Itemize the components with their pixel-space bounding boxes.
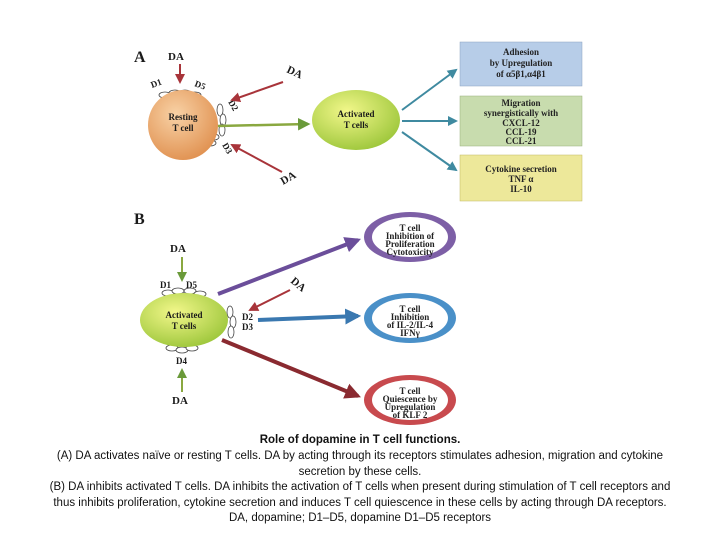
oval-quiescence-line-1: T cell — [399, 386, 421, 396]
box-migration-line-4: CCL-19 — [506, 127, 537, 137]
arrow-da-right-bottom-a — [230, 144, 283, 173]
activated-a-label-2: T cells — [344, 120, 369, 130]
caption-title: Role of dopamine in T cell functions. — [259, 434, 461, 446]
receptor-d5-a: D5 — [193, 78, 207, 91]
receptors-activated — [161, 287, 237, 354]
oval-proliferation-line-3: Proliferation — [385, 239, 434, 249]
caption-line-2: secretion by these cells. — [298, 465, 422, 478]
arrow-to-il — [257, 308, 362, 325]
arrow-to-quiescence — [221, 338, 361, 399]
da-right-b: DA — [288, 275, 308, 294]
oval-proliferation-inner — [372, 217, 448, 257]
caption-line-4: thus inhibits proliferation, cytokine se… — [53, 496, 667, 509]
receptor-d3-a: D3 — [220, 141, 234, 156]
oval-il-inner — [372, 298, 448, 338]
da-top-b: DA — [170, 243, 186, 255]
activated-t-cell-a — [312, 90, 400, 150]
receptor-d1-a: D1 — [149, 77, 163, 90]
oval-proliferation-line-4: Cytotoxicity — [387, 247, 434, 257]
receptor-d3-b: D3 — [242, 322, 253, 332]
oval-quiescence-line-4: of KLF 2 — [393, 410, 428, 420]
oval-il-line-2: Inhibition — [391, 312, 430, 322]
box-cytokine-line-2: TNF α — [509, 174, 534, 184]
box-migration — [459, 95, 583, 147]
da-right-top-a: DA — [285, 64, 305, 82]
arrow-to-proliferation — [217, 237, 361, 296]
caption-body: (A) DA activates naïve or resting T cell… — [20, 449, 700, 527]
caption-line-1: (A) DA activates naïve or resting T cell… — [56, 450, 664, 462]
panel-b-label: B — [134, 211, 145, 228]
box-migration-line-3: CXCL-12 — [502, 118, 540, 128]
receptor-d4-b: D4 — [176, 356, 187, 366]
box-adhesion — [459, 41, 583, 87]
box-adhesion-line-2: by Upregulation — [490, 58, 553, 68]
oval-il-line-3: of IL-2/IL-4 — [387, 320, 434, 330]
da-top-a: DA — [168, 51, 184, 63]
oval-il-line-4: IFNγ — [400, 328, 420, 338]
activated-t-cell-b — [140, 293, 228, 347]
arrow-resting-to-activated — [217, 117, 311, 131]
box-migration-line-1: Migration — [502, 98, 541, 108]
arrow-da-right-b — [248, 289, 291, 311]
arrow-to-adhesion — [401, 68, 458, 111]
oval-il-line-1: T cell — [399, 304, 421, 314]
box-cytokine-line-3: IL-10 — [510, 184, 532, 194]
activated-b-label-1: Activated — [166, 310, 203, 320]
box-adhesion-line-1: Adhesion — [503, 47, 539, 57]
oval-proliferation-line-1: T cell — [399, 223, 421, 233]
box-adhesion-line-3: of α5β1,α4β1 — [496, 69, 546, 79]
panel-a-label: A — [134, 49, 146, 66]
box-migration-line-5: CCL-21 — [506, 136, 537, 146]
box-cytokine — [459, 154, 583, 202]
caption-line-5: DA, dopamine; D1–D5, dopamine D1–D5 rece… — [228, 512, 492, 524]
dopamine-diagram: A DA Resting T cell D1 D5 D2 D3 DA DA Ac… — [134, 41, 583, 425]
activated-b-label-2: T cells — [172, 321, 197, 331]
oval-quiescence-line-2: Quiescence by — [383, 394, 438, 404]
resting-label-1: Resting — [169, 112, 198, 122]
oval-quiescence-inner — [372, 380, 448, 420]
box-cytokine-line-1: Cytokine secretion — [485, 164, 557, 174]
receptor-d1-b: D1 — [160, 280, 171, 290]
activated-a-label-1: Activated — [338, 109, 375, 119]
arrow-da-right-top-a — [230, 81, 284, 103]
box-migration-line-2: synergistically with — [484, 108, 558, 118]
receptor-d2-b: D2 — [242, 312, 253, 322]
oval-proliferation-line-2: Inhibition of — [386, 231, 435, 241]
oval-quiescence-line-3: Upregulation — [385, 402, 436, 412]
resting-label-2: T cell — [172, 123, 194, 133]
receptor-d5-b: D5 — [186, 280, 197, 290]
arrow-to-cytokine — [401, 131, 458, 172]
da-bottom-b: DA — [172, 395, 188, 407]
resting-t-cell — [148, 90, 218, 160]
caption-line-3: (B) DA inhibits activated T cells. DA in… — [49, 481, 671, 493]
